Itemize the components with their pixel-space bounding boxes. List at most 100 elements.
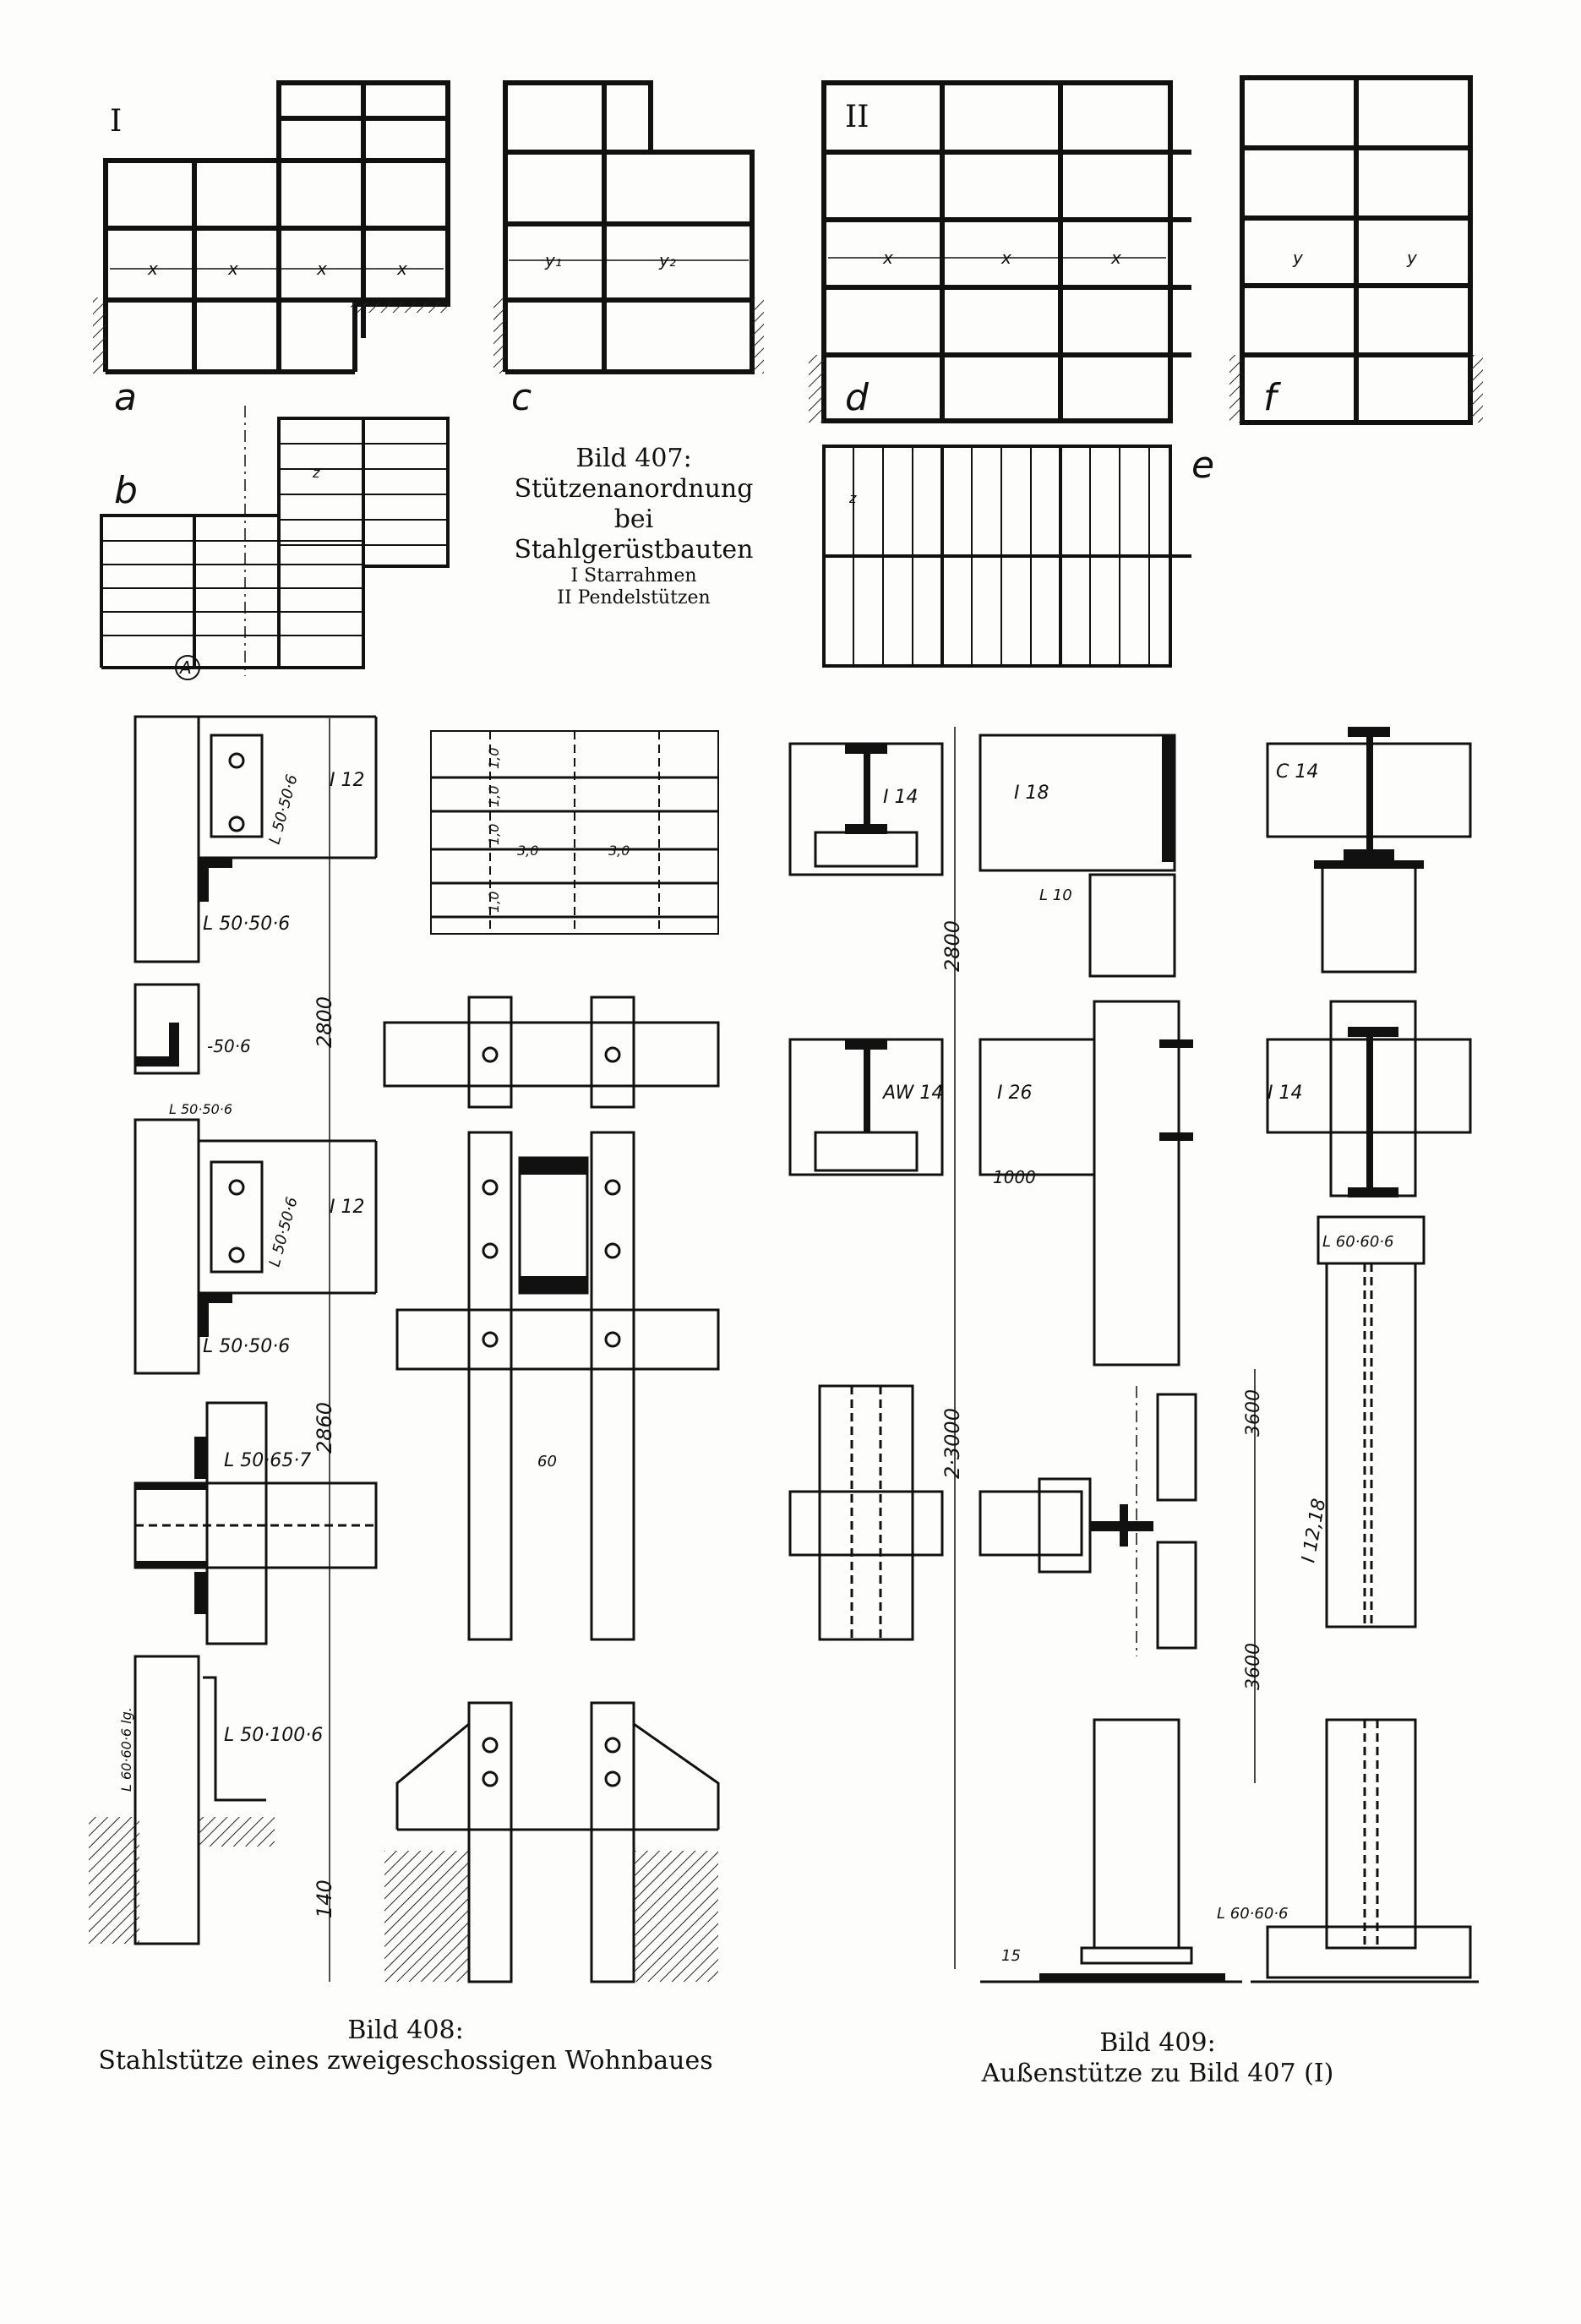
fig409-weld-15: 15 xyxy=(1001,1947,1021,1965)
fig409-angle-10: L 10 xyxy=(1039,887,1072,904)
fig407-group-label-pinned: II xyxy=(845,100,869,134)
fig409-top-fills xyxy=(845,727,1424,869)
fig407-view-label-e: e xyxy=(1191,444,1214,487)
fig407-c-ground-hatch-2 xyxy=(752,297,764,374)
fig409-subtitle: Außenstütze zu Bild 407 (I) xyxy=(981,2059,1334,2088)
fig407-d-span-x2: x xyxy=(1000,248,1011,268)
fig409-base-plate-fill xyxy=(1039,1973,1225,1982)
fig408-plan-30b: 3,0 xyxy=(608,843,630,859)
fig408-beam-mid: I 12 xyxy=(330,1197,364,1218)
fig407-f-ground-hatch-2 xyxy=(1470,355,1483,423)
fig407-group-label-rigid: I xyxy=(110,104,122,139)
fig407-f-span-y1: y xyxy=(1292,248,1304,268)
fig407-view-c-elevation xyxy=(503,80,755,374)
fig408-angle-lower: L 50·65·7 xyxy=(224,1450,311,1471)
fig407-detail-marker-circle xyxy=(175,655,200,680)
fig407-detail-marker: A xyxy=(178,657,192,678)
fig407-title: Bild 407: xyxy=(575,444,692,473)
fig407-d-span-x3: x xyxy=(1110,248,1121,268)
fig407-a-ground-hatch-2 xyxy=(351,303,448,313)
fig407-view-label-f: f xyxy=(1263,376,1282,419)
fig407-e-joists xyxy=(853,446,1150,666)
fig408-dim-60: 60 xyxy=(537,1453,557,1470)
fig409-beam-i14b: I 14 xyxy=(1268,1083,1302,1104)
fig408-angle-fills xyxy=(135,858,232,1614)
fig407-e-span-z: z xyxy=(848,490,857,506)
fig407-b-joists xyxy=(101,443,448,636)
fig408-plan-10d: 1,0 xyxy=(486,892,502,913)
fig407-view-a-elevation xyxy=(103,80,450,374)
fig407-d-span-x1: x xyxy=(882,248,893,268)
fig409-group xyxy=(788,727,1479,1983)
fig408-group xyxy=(89,715,720,1983)
fig409-labels: I 14 I 18 L 10 C 14 AW 14 I 26 1000 I 14… xyxy=(881,761,1393,1965)
fig409-beam-c14: C 14 xyxy=(1276,761,1318,783)
fig407-view-label-a: a xyxy=(114,376,137,419)
fig407-view-d-elevation xyxy=(821,80,1191,423)
fig408-plan-10a: 1,0 xyxy=(486,748,502,769)
fig408-dim-upper: 2800 xyxy=(313,996,336,1048)
fig408-angle-mid-a: -50·6 xyxy=(207,1036,251,1056)
fig408-column-elevation xyxy=(134,715,378,1945)
fig407-a-span-x4: x xyxy=(396,259,407,279)
fig409-beam-i26: I 26 xyxy=(997,1083,1032,1104)
fig407-legend-line2: II Pendelstützen xyxy=(557,587,711,608)
fig408-foundation-hatch-left xyxy=(89,1817,139,1944)
fig407-c-ground-hatch xyxy=(493,297,505,374)
fig409-angle-l60a: L 60·60·6 xyxy=(1322,1233,1393,1251)
fig408-foundation-hatch-r2 xyxy=(634,1851,718,1982)
fig408-plan-30a: 3,0 xyxy=(517,843,538,859)
fig409-dim-1000: 1000 xyxy=(993,1167,1036,1187)
fig407-a-span-x3: x xyxy=(316,259,327,279)
fig409-dim-3600a: 3600 xyxy=(1243,1389,1264,1437)
fig407-view-b-plan xyxy=(100,417,450,669)
fig408-angle-mid-c: L 50·50·6 xyxy=(266,1195,302,1268)
fig408-dim-lower: 2860 xyxy=(313,1402,336,1454)
fig407-f-ground-hatch xyxy=(1229,355,1242,423)
fig407-b-span-z: z xyxy=(312,465,320,481)
fig408-twin-column xyxy=(383,996,720,1983)
fig408-i-section-flanges xyxy=(520,1158,587,1293)
fig407-group xyxy=(93,75,1483,680)
fig407-view-f-elevation xyxy=(1240,75,1473,425)
fig409-angle-l60b: L 60·60·6 xyxy=(1217,1905,1288,1923)
fig408-plan-10c: 1,0 xyxy=(486,824,502,845)
fig408-subtitle: Stahlstütze eines zweigeschossigen Wohnb… xyxy=(98,2046,713,2076)
fig409-beam-i18: I 18 xyxy=(1014,783,1049,804)
fig407-f-span-y2: y xyxy=(1406,248,1418,268)
fig408-labels: I 12 L 50·50·6 L 50·50·6 -50·6 L 50·50·6… xyxy=(118,748,630,1918)
fig407-subtitle-line3: Stahlgerüstbauten xyxy=(514,535,754,565)
fig408-foundation-hatch-r1 xyxy=(384,1851,469,1982)
fig409-dim-total: 2·3000 xyxy=(940,1408,964,1479)
fig408-base-angle xyxy=(203,1676,266,1802)
fig408-angle-upper-a: L 50·50·6 xyxy=(266,772,302,846)
fig409-lower-fills xyxy=(1090,1504,1153,1547)
fig407-c-span-y1: y₁ xyxy=(544,250,562,270)
fig407-caption: Bild 407: Stützenanordnung bei Stahlgerü… xyxy=(473,444,794,609)
fig409-top-details xyxy=(788,734,1472,978)
fig408-angle-upper-b: L 50·50·6 xyxy=(203,914,290,935)
fig407-a-span-x2: x xyxy=(227,259,238,279)
fig409-beam-aw14: AW 14 xyxy=(881,1083,943,1104)
fig408-floor-plan xyxy=(430,730,719,935)
fig407-c-span-y2: y₂ xyxy=(658,250,676,270)
fig408-angle-base: L 50·100·6 xyxy=(224,1725,323,1746)
fig408-dim-foundation: 140 xyxy=(313,1879,336,1918)
fig408-beam-top: I 12 xyxy=(330,770,364,791)
fig407-view-label-d: d xyxy=(845,376,870,419)
fig408-angle-mid-b: L 50·50·6 xyxy=(169,1101,232,1117)
fig409-mid-fills xyxy=(845,1027,1398,1197)
fig407-subtitle-line2: bei xyxy=(613,505,654,534)
fig409-dim-3600b: 3600 xyxy=(1243,1643,1264,1690)
fig407-view-label-b: b xyxy=(114,469,138,512)
fig409-dim-upper: 2800 xyxy=(940,920,964,972)
fig408-foundation-hatch-mid xyxy=(199,1817,275,1847)
fig409-base-details xyxy=(980,1718,1479,1983)
fig407-legend-line1: I Starrahmen xyxy=(570,565,697,586)
fig407-a-ground-hatch xyxy=(93,297,106,374)
fig409-title: Bild 409: xyxy=(1099,2028,1216,2058)
fig407-view-label-c: c xyxy=(511,376,532,419)
fig407-a-span-x1: x xyxy=(147,259,158,279)
